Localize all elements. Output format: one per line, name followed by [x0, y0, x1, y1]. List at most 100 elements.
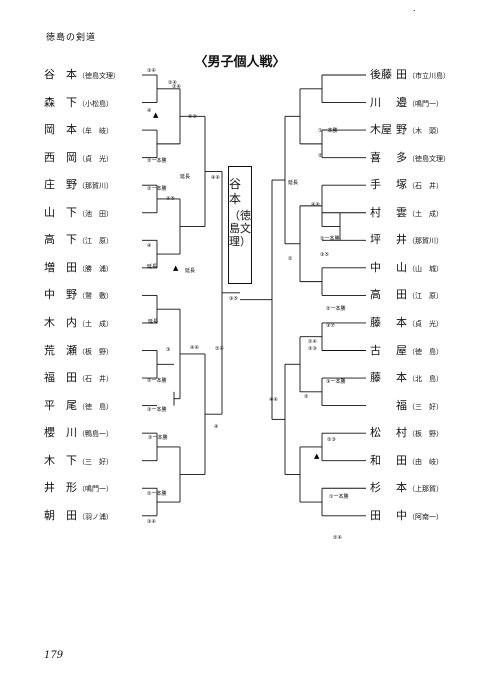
player-given-name: 田 [66, 371, 77, 385]
score-label: ④ [147, 108, 152, 114]
player-given-name: 野 [66, 178, 77, 192]
player-school: （板 野） [408, 430, 443, 439]
player-surname: 藤 [370, 371, 381, 385]
player-school: （那賀川） [78, 182, 113, 191]
left-player: 福田（石 井） [44, 371, 113, 386]
player-school: （板 野） [78, 347, 113, 356]
player-school: （石 井） [408, 182, 443, 191]
score-label: ③⑦ [326, 323, 335, 329]
score-label: ② [318, 153, 323, 159]
player-given-name: 雲 [396, 205, 407, 219]
score-label: ②一本勝 [320, 235, 339, 242]
player-given-name: 野 [66, 288, 77, 302]
page-number: 179 [44, 650, 64, 661]
right-player: 喜多（徳島文理） [370, 151, 450, 166]
player-surname: 平 [44, 398, 55, 412]
triangle-marker-icon: ▲ [153, 111, 159, 119]
score-label: ②④ [333, 535, 342, 541]
score-label: ③④ [147, 519, 156, 525]
player-surname: 岡 [44, 123, 55, 137]
player-surname: 庄 [44, 178, 55, 192]
player-surname: 喜 [370, 150, 381, 164]
player-surname: 松 [370, 426, 381, 440]
player-school: （小松島） [78, 99, 113, 108]
player-surname: 和 [370, 453, 381, 467]
player-given-name: 内 [66, 315, 77, 329]
right-player: 松 村（板 野） [370, 426, 443, 441]
player-school: （江 原） [408, 292, 443, 301]
player-school: （土 成） [78, 319, 113, 328]
score-label: ③⑤ [320, 252, 329, 258]
player-school: （勝 浦） [78, 264, 113, 273]
player-surname: 森 [44, 95, 55, 109]
player-school: （鷲 敷） [78, 292, 113, 301]
player-school: （貞 光） [78, 154, 113, 163]
score-label: 延長 [288, 179, 298, 186]
score-label: ②④ [215, 346, 224, 352]
right-player: 中山（山 城） [370, 261, 443, 276]
player-surname: 高 [370, 288, 381, 302]
champion-box: 谷本 （徳島文理） [228, 166, 252, 284]
player-given-name: 村 [396, 426, 407, 440]
player-given-name: 田 [396, 288, 407, 302]
right-player: 藤本（北 島） [370, 371, 443, 386]
left-player: 櫻川（鴨島一） [44, 426, 113, 441]
right-player: 高 田（江 原） [370, 288, 443, 303]
score-label: ② [304, 394, 309, 400]
player-surname: 福 [44, 371, 55, 385]
left-player: 平尾（徳 島） [44, 399, 113, 414]
right-player: 杉本（上那賀） [370, 481, 443, 496]
player-given-name: 田 [396, 453, 407, 467]
score-label: ③ [166, 347, 170, 353]
player-school: （江 原） [78, 237, 113, 246]
player-given-name: 塚 [396, 178, 407, 192]
player-given-name: 本 [396, 481, 407, 495]
player-surname: 木屋 [370, 123, 392, 137]
player-surname: 古 [370, 343, 381, 357]
score-label: ①一本勝 [329, 493, 348, 500]
player-surname: 坪 [370, 233, 381, 247]
score-label: ②③ [308, 346, 317, 352]
score-label: 延長 [185, 267, 195, 274]
player-school: （土 成） [408, 209, 443, 218]
score-label: 延長 [147, 263, 157, 270]
player-school: （阿南一） [408, 512, 443, 521]
player-school: （三 好） [78, 457, 113, 466]
right-player: 坪井（那賀川） [370, 233, 443, 248]
player-given-name: 中 [396, 508, 407, 522]
player-surname: 木 [44, 453, 55, 467]
player-given-name: 多 [396, 150, 407, 164]
player-school: （徳島文理） [78, 72, 120, 80]
score-label: 延長 [180, 173, 190, 180]
left-player: 増田（勝 浦） [44, 261, 113, 276]
player-surname: 木 [44, 315, 55, 329]
player-school: （貞 光） [408, 319, 443, 328]
player-surname: 井 [44, 481, 55, 495]
page-title: 〈男子個人戦〉 [194, 55, 286, 70]
left-player: 高下（江 原） [44, 233, 113, 248]
player-surname: 櫻 [44, 426, 55, 440]
corner-mark: . [413, 4, 416, 13]
left-player: 谷本（徳島文理） [44, 68, 120, 83]
player-school: （徳 島） [78, 402, 113, 411]
player-school: （山 城） [408, 264, 443, 273]
player-given-name: 下 [66, 205, 77, 219]
player-surname: 手 [370, 178, 381, 192]
player-surname: 西 [44, 150, 55, 164]
left-player: 庄野（那賀川） [44, 178, 113, 193]
player-given-name: 川 [66, 426, 77, 440]
player-surname: 田 [370, 508, 381, 522]
player-given-name: 形 [66, 481, 77, 495]
player-given-name: 田 [396, 68, 407, 81]
score-label: 延長 [148, 318, 158, 325]
score-label: ③⑤ [229, 296, 238, 302]
right-player: 村 雲（土 成） [370, 206, 443, 221]
player-school: （池 田） [78, 209, 113, 218]
left-player: 森下（小松島） [44, 96, 113, 111]
score-label: ④ [147, 243, 152, 249]
player-surname: 村 [370, 205, 381, 219]
player-surname: 後藤 [370, 68, 392, 81]
player-school: （羽ノ浦） [78, 512, 113, 521]
player-given-name: 邉 [396, 95, 407, 109]
